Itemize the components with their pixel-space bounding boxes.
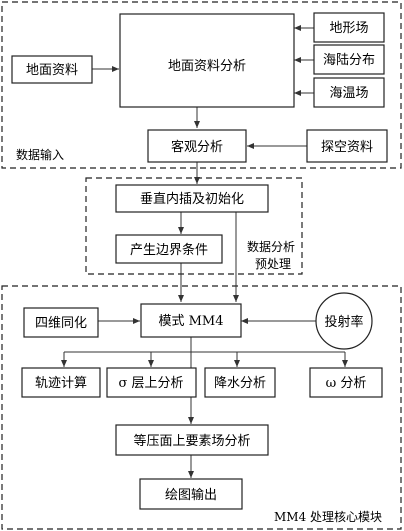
core-module-region	[1, 285, 402, 530]
surface-data-label: 地面资料	[26, 63, 78, 78]
land-sea-distribution-label: 海陆分布	[323, 52, 375, 68]
vertical-interp-label: 垂直内插及初始化	[140, 191, 244, 207]
projection-factor-node: 投射率	[315, 292, 373, 350]
fdda-box: 四维同化	[23, 307, 99, 338]
objective-analysis-label: 客观分析	[171, 139, 223, 155]
omega-analysis-label: ω 分析	[326, 376, 367, 391]
pressure-level-analysis-box: 等压面上要素场分析	[115, 424, 269, 456]
surface-data-box: 地面资料	[11, 55, 93, 84]
precipitation-analysis-label: 降水分析	[214, 376, 266, 391]
model-mm4-label: 模式 MM4	[158, 314, 223, 329]
plot-output-box: 绘图输出	[139, 478, 243, 510]
fdda-label: 四维同化	[35, 316, 87, 331]
projection-factor-label: 投射率	[324, 314, 363, 330]
vertical-interp-box: 垂直内插及初始化	[115, 184, 269, 213]
sigma-level-analysis-box: σ 层上分析	[106, 367, 197, 398]
sst-label: 海温场	[329, 86, 368, 101]
trajectory-calc-label: 轨迹计算	[35, 376, 87, 391]
objective-analysis-box: 客观分析	[147, 129, 247, 163]
land-sea-distribution-box: 海陆分布	[313, 44, 385, 75]
boundary-conditions-box: 产生边界条件	[115, 234, 223, 264]
precipitation-analysis-box: 降水分析	[204, 367, 276, 398]
data-input-label: 数据输入	[16, 147, 64, 162]
pressure-level-analysis-label: 等压面上要素场分析	[133, 433, 250, 449]
terrain-field-label: 地形场	[329, 21, 368, 36]
sigma-level-analysis-label: σ 层上分析	[118, 376, 183, 391]
surface-analysis-label: 地面资料分析	[168, 59, 246, 74]
sounding-data-box: 探空资料	[306, 129, 388, 163]
preprocessing-region	[85, 177, 303, 275]
boundary-conditions-label: 产生边界条件	[130, 242, 208, 258]
model-mm4-box: 模式 MM4	[140, 303, 242, 338]
trajectory-calc-box: 轨迹计算	[21, 367, 101, 398]
surface-analysis-box: 地面资料分析	[119, 13, 295, 108]
data-input-region	[1, 1, 402, 169]
core-module-label: MM4 处理核心模块	[274, 510, 382, 524]
connectors	[61, 25, 348, 478]
preprocessing-label-line1: 数据分析	[247, 239, 295, 254]
sounding-data-label: 探空资料	[321, 140, 373, 155]
plot-output-label: 绘图输出	[165, 487, 217, 503]
preprocessing-label-line2: 预处理	[255, 257, 291, 271]
omega-analysis-box: ω 分析	[309, 367, 383, 398]
sst-box: 海温场	[313, 77, 385, 108]
terrain-field-box: 地形场	[313, 12, 385, 43]
